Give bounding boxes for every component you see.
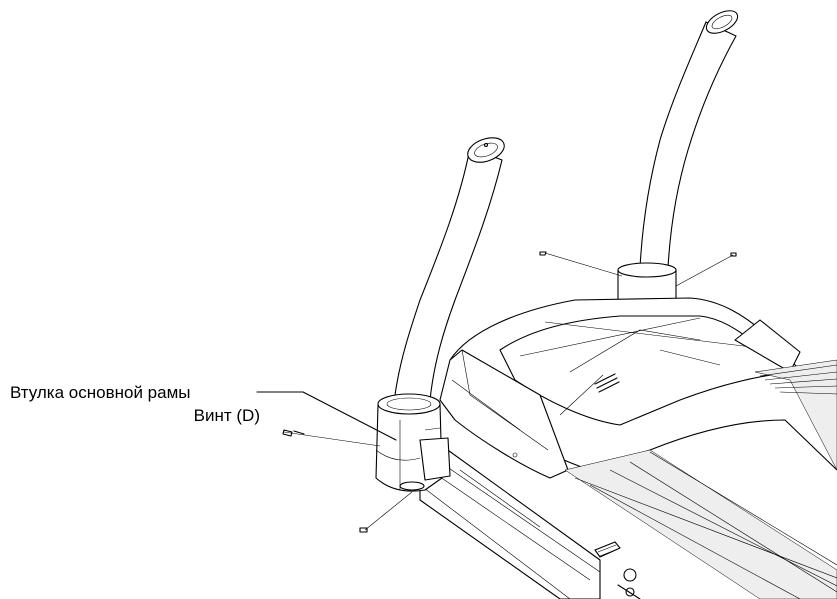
running-deck: [564, 359, 837, 599]
screw-d-label: Винт (D): [193, 406, 260, 425]
callout-leaders: [256, 391, 413, 533]
left-upright: [394, 137, 505, 401]
main-frame-bushing-label: Втулка основной рамы: [10, 383, 191, 402]
main-frame-bushing: [375, 393, 451, 492]
upper-screws: [539, 251, 737, 287]
right-upright: [617, 10, 739, 305]
